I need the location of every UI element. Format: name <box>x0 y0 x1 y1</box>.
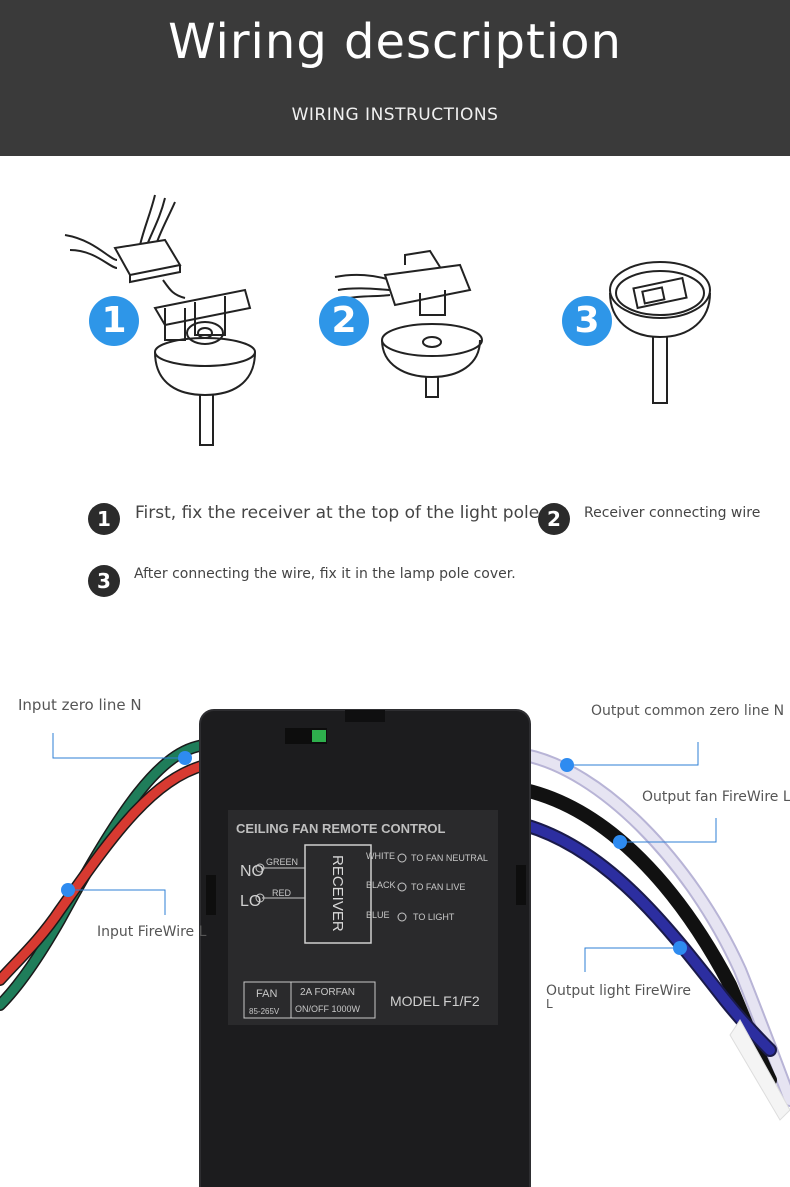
page-subtitle: WIRING INSTRUCTIONS <box>291 105 499 125</box>
step3-badge: 3 <box>562 296 612 346</box>
label-output-fan: Output fan FireWire L <box>642 789 790 805</box>
output-wires <box>518 748 790 1121</box>
note1-badge: 1 <box>88 503 120 535</box>
box-rating-bottom: ON/OFF 1000W <box>295 1004 361 1014</box>
box-black: BLACK <box>366 880 396 890</box>
output-light-dot <box>673 941 687 955</box>
step1-illustration <box>64 194 256 446</box>
box-blue: BLUE <box>366 910 390 920</box>
header-banner: Wiring description WIRING INSTRUCTIONS <box>0 0 790 156</box>
box-receiver-label: RECEIVER <box>329 855 346 932</box>
box-no: NO <box>240 863 264 880</box>
box-green: GREEN <box>266 857 298 867</box>
step1-badge: 1 <box>89 296 139 346</box>
box-fan: FAN <box>256 988 277 1000</box>
box-to-light: TO LIGHT <box>413 912 455 922</box>
note3-badge: 3 <box>88 565 120 597</box>
box-voltage: 85-265V <box>249 1007 280 1016</box>
box-red: RED <box>272 888 292 898</box>
box-model: MODEL F1/F2 <box>390 993 480 1009</box>
box-to-fan-live: TO FAN LIVE <box>411 882 465 892</box>
note2-badge: 2 <box>538 503 570 535</box>
box-to-fan-neutral: TO FAN NEUTRAL <box>411 853 488 863</box>
note3-text: After connecting the wire, fix it in the… <box>134 566 516 582</box>
input-wires <box>0 739 211 1011</box>
note2-text: Receiver connecting wire <box>584 505 761 521</box>
box-rating-top: 2A FORFAN <box>300 987 355 998</box>
input-fire-dot <box>61 883 75 897</box>
label-input-zero: Input zero line N <box>18 696 142 714</box>
step3-illustration <box>609 261 711 404</box>
step2-badge: 2 <box>319 296 369 346</box>
label-output-light-2: L <box>546 997 553 1011</box>
box-white: WHITE <box>366 851 395 861</box>
label-input-fire: Input FireWire L <box>97 924 207 940</box>
page-title: Wiring description <box>168 14 622 70</box>
label-output-common: Output common zero line N <box>591 703 785 719</box>
note1-text: First, fix the receiver at the top of th… <box>135 503 545 523</box>
label-output-light-1: Output light FireWire <box>546 983 692 999</box>
receiver-photo: CEILING FAN REMOTE CONTROL RECEIVER NO L… <box>0 709 790 1187</box>
output-fan-dot <box>613 835 627 849</box>
input-zero-dot <box>178 751 192 765</box>
output-common-dot <box>560 758 574 772</box>
box-top-text: CEILING FAN REMOTE CONTROL <box>236 821 446 836</box>
step2-illustration <box>334 249 483 398</box>
